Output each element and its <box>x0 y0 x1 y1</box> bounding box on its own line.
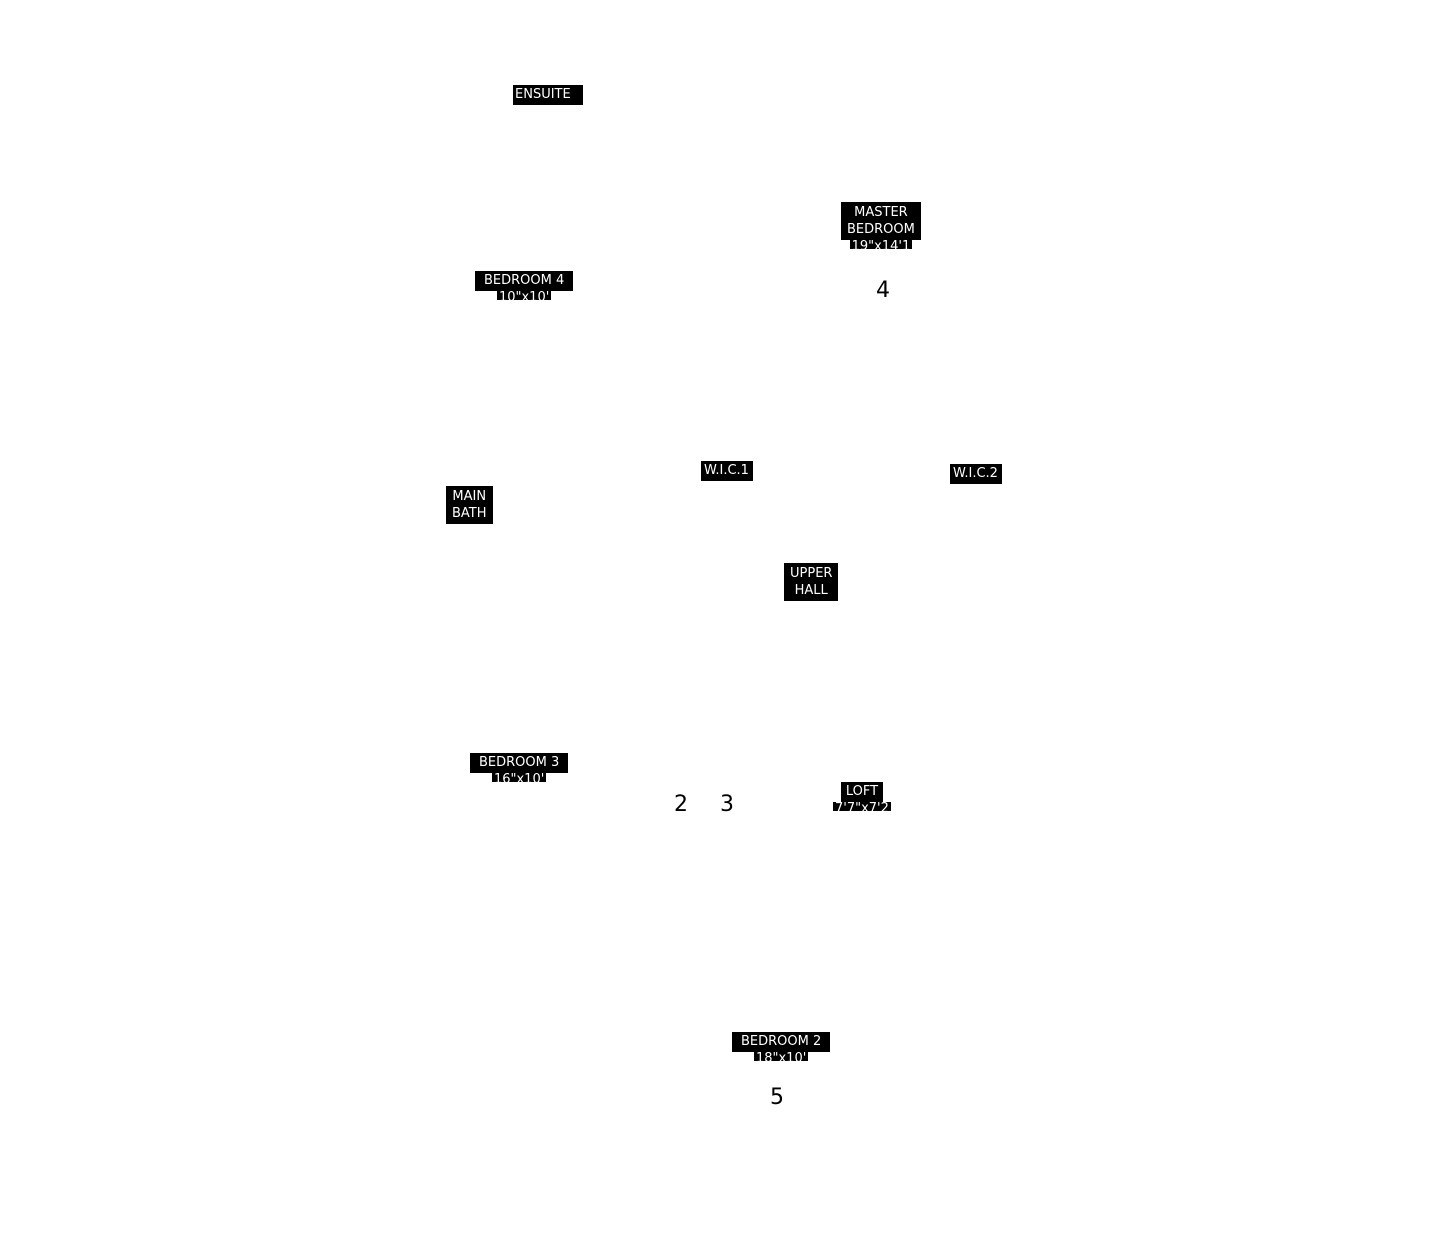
room-number-marker: 3 <box>720 792 734 817</box>
room-name-line: BEDROOM <box>847 222 915 237</box>
room-label-wic-1: W.I.C.1 <box>701 461 753 481</box>
room-name-line: UPPER <box>790 566 833 581</box>
room-name: BEDROOM 2 <box>732 1032 831 1052</box>
room-name: W.I.C.2 <box>950 464 1002 484</box>
room-name-line: HALL <box>794 583 828 598</box>
room-name: UPPER HALL <box>784 563 839 601</box>
room-dimensions: 7'7"x7'2 <box>833 802 891 811</box>
room-label-bedroom-3: BEDROOM 3 16"x10' <box>470 753 569 782</box>
room-label-bedroom-2: BEDROOM 2 18"x10' <box>732 1032 831 1061</box>
room-name: ENSUITE <box>513 85 583 105</box>
room-name-line: MASTER <box>854 205 908 220</box>
room-label-upper-hall: UPPER HALL <box>784 563 839 601</box>
room-name-line: MAIN <box>452 489 487 504</box>
room-label-loft: LOFT 7'7"x7'2 <box>833 782 891 811</box>
room-label-ensuite: ENSUITE <box>513 85 583 105</box>
room-number-marker: 5 <box>770 1085 784 1110</box>
room-name: BEDROOM 4 <box>475 271 574 291</box>
room-name-line: BATH <box>452 506 487 521</box>
room-dimensions: 18"x10' <box>753 1052 809 1061</box>
room-dimensions: 10"x10' <box>496 291 552 300</box>
room-name: LOFT <box>840 782 884 802</box>
room-name: MAIN BATH <box>446 486 493 524</box>
room-label-bedroom-4: BEDROOM 4 10"x10' <box>475 271 574 300</box>
room-number-marker: 4 <box>876 278 890 303</box>
room-number-marker: 2 <box>674 792 688 817</box>
room-name: MASTER BEDROOM <box>841 202 921 240</box>
room-label-wic-2: W.I.C.2 <box>950 464 1002 484</box>
room-name: BEDROOM 3 <box>470 753 569 773</box>
room-dimensions: 16"x10' <box>491 773 547 782</box>
room-label-main-bath: MAIN BATH <box>446 486 493 524</box>
room-label-master-bedroom: MASTER BEDROOM 19"x14'1 <box>841 202 921 249</box>
room-name: W.I.C.1 <box>701 461 753 481</box>
room-dimensions: 19"x14'1 <box>849 240 913 249</box>
